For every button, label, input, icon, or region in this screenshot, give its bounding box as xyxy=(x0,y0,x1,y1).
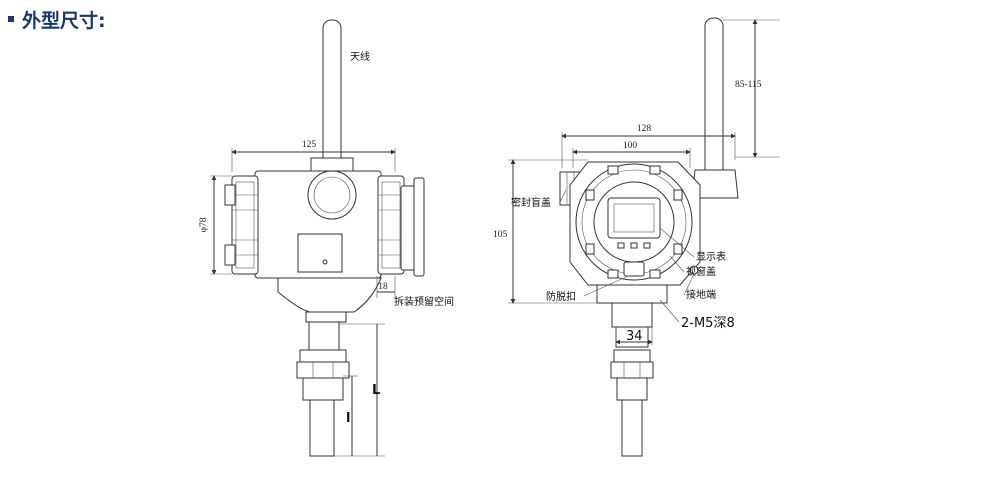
lcd-screen xyxy=(607,197,661,239)
label-window-cover: 视窗盖 xyxy=(686,265,716,278)
display-button-3 xyxy=(643,242,651,249)
probe-right xyxy=(621,399,643,457)
neck-right xyxy=(611,302,653,328)
fitting-nut-right xyxy=(613,349,651,363)
fitting-lower-right xyxy=(616,377,648,401)
label-antenna: 天线 xyxy=(350,50,370,63)
section-title: 外型尺寸: xyxy=(22,9,106,32)
antenna-left xyxy=(322,19,342,169)
label-seal-cap: 密封盲盖 xyxy=(511,196,551,209)
display-button-1 xyxy=(617,242,625,249)
fitting-nut-left xyxy=(299,349,347,363)
right-view: 85-115 128 100 xyxy=(493,17,780,457)
antenna-right xyxy=(704,17,724,179)
dim-L: L xyxy=(372,383,380,398)
nameplate-left xyxy=(297,233,343,273)
label-clearance: 拆装预留空间 xyxy=(394,295,454,308)
bullet-icon xyxy=(8,16,14,22)
right-end-cap xyxy=(377,175,425,277)
left-view: 125 φ78 18 拆装预留空间 天线 L l xyxy=(199,19,454,457)
dim-width-125: 125 xyxy=(302,140,317,150)
dim-diameter-78: φ78 xyxy=(199,217,209,232)
dim-width-100: 100 xyxy=(623,141,638,151)
cable-entry-left xyxy=(307,170,357,220)
label-display: 显示表 xyxy=(696,250,726,263)
dim-height-105: 105 xyxy=(493,230,508,240)
antenna-connector-left xyxy=(310,157,354,173)
fitting-hex-right xyxy=(610,361,654,379)
left-end-cap xyxy=(224,175,259,275)
label-anti-loose: 防脱扣 xyxy=(546,290,576,303)
fitting-hex-left xyxy=(296,361,350,379)
label-ground: 接地端 xyxy=(686,288,716,301)
label-mount-thread: 2-M5深8 xyxy=(681,316,735,331)
dim-base-34: 34 xyxy=(626,329,643,344)
dim-antenna-height: 85-115 xyxy=(735,80,762,90)
stem-upper-left xyxy=(308,321,340,351)
dim-width-128: 128 xyxy=(637,124,652,134)
dim-l: l xyxy=(346,411,350,426)
fitting-lower-left xyxy=(302,377,344,401)
neck-left xyxy=(277,277,382,313)
mount-base-right xyxy=(596,284,668,304)
dim-clearance-18: 18 xyxy=(378,282,388,292)
probe-left xyxy=(309,399,335,457)
bezel-teeth xyxy=(585,165,683,279)
anti-loose-clip xyxy=(623,261,645,277)
neck-flange-left xyxy=(305,311,347,323)
section-header: 外型尺寸: xyxy=(8,6,106,32)
display-button-2 xyxy=(630,242,638,249)
